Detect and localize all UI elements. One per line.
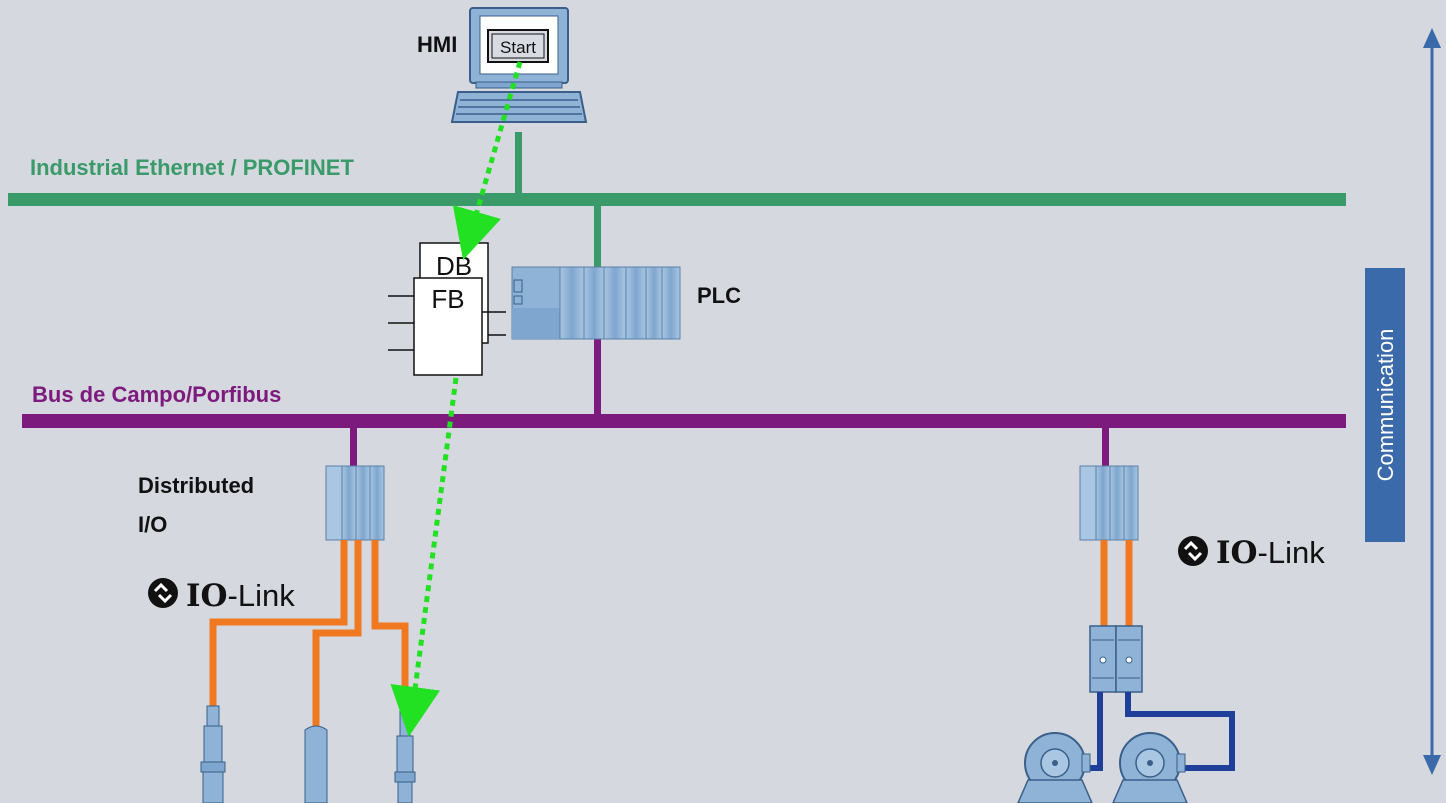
iolink-label-left: IO-Link	[186, 578, 295, 614]
communication-arrow	[1423, 28, 1441, 775]
keyboard-icon	[450, 91, 588, 123]
sensor-icon-2	[304, 725, 328, 803]
distributed-io-label-line1: Distributed	[138, 473, 254, 498]
plc-label: PLC	[697, 283, 741, 308]
ethernet-bus	[8, 132, 1346, 270]
iolink-cables-left	[209, 540, 409, 730]
ethernet-label: Industrial Ethernet / PROFINET	[30, 155, 354, 180]
sensor-icon-3	[394, 709, 416, 803]
communication-band: Communication	[1365, 268, 1405, 542]
iolink-cables-right	[1100, 540, 1133, 626]
signal-path	[390, 61, 523, 737]
sensor-icon-1	[200, 705, 226, 803]
fb-block: FB	[388, 277, 506, 376]
communication-label: Communication	[1373, 329, 1398, 482]
motor-cables	[1086, 692, 1235, 771]
hmi-label: HMI	[417, 32, 457, 57]
iolink-logo-icon-right	[1178, 536, 1208, 566]
fb-label: FB	[431, 284, 464, 314]
plc-rack-icon	[511, 266, 681, 340]
distributed-io-label-line2: I/O	[138, 512, 167, 537]
start-button-label: Start	[500, 38, 536, 57]
distributed-io-module-left	[325, 465, 385, 541]
iolink-label-right: IO-Link	[1216, 535, 1325, 571]
start-button[interactable]: Start	[487, 29, 549, 63]
fieldbus-line	[22, 336, 1346, 467]
motor-icon-2	[1112, 732, 1188, 803]
distributed-io-module-right	[1079, 465, 1139, 541]
motor-starter-icon	[1089, 625, 1143, 693]
fieldbus-label: Bus de Campo/Porfibus	[32, 382, 281, 407]
iolink-logo-icon	[148, 578, 178, 608]
motor-icon-1	[1017, 732, 1093, 803]
db-label: DB	[436, 251, 472, 281]
